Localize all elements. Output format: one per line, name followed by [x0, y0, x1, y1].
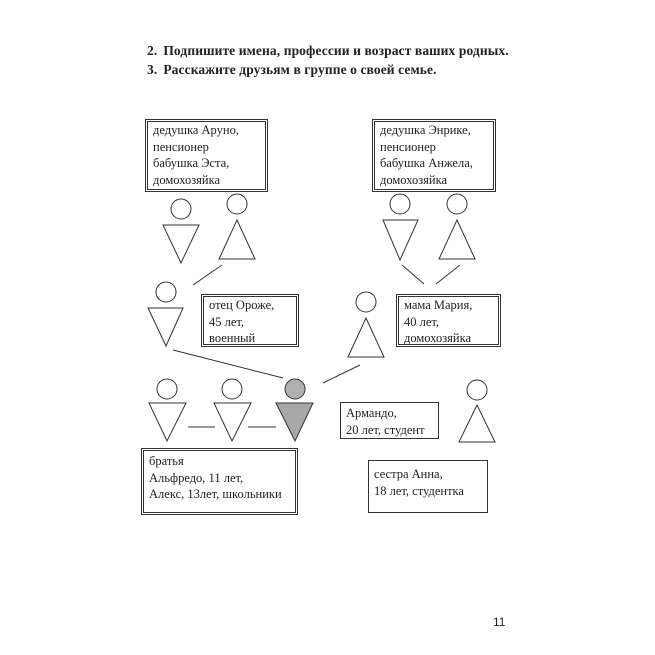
grandmother-left-head: [226, 193, 248, 215]
sister-head: [466, 379, 488, 401]
brother-2-body: [213, 402, 252, 443]
brother-2-head: [221, 378, 243, 400]
instruction-2: 2. Подпишите имена, профессии и возраст в…: [147, 43, 509, 59]
grandfather-left-head: [170, 198, 192, 220]
father-box: отец Ороже, 45 лет, военный: [201, 294, 299, 347]
self-body: [275, 402, 314, 443]
grandparents-right-box: дедушка Энрике, пенсионер бабушка Анжела…: [372, 119, 496, 192]
brother-1-body: [148, 402, 187, 443]
grandfather-left-body: [162, 224, 200, 265]
father-body: [147, 307, 184, 348]
brother-1-head: [156, 378, 178, 400]
connector-line: [172, 349, 284, 379]
grandfather-right-head: [389, 193, 411, 215]
instruction-number: 3.: [147, 62, 158, 77]
instruction-3: 3. Расскажите друзьям в группе о своей се…: [147, 62, 437, 78]
brothers-box: братья Альфредо, 11 лет, Алекс, 13лет, ш…: [141, 448, 298, 515]
grandmother-left-body: [218, 218, 256, 260]
grandmother-right-head: [446, 193, 468, 215]
self-box: Армандо, 20 лет, студент: [340, 402, 439, 439]
connector-line: [322, 364, 361, 384]
mother-box: мама Мария, 40 лет, домохозяйка: [396, 294, 501, 347]
sister-box: сестра Анна, 18 лет, студентка: [368, 460, 488, 513]
mother-head: [355, 291, 377, 313]
instruction-text: Расскажите друзьям в группе о своей семь…: [163, 62, 437, 77]
page-number: 11: [493, 615, 506, 629]
grandparents-left-box: дедушка Аруно, пенсионер бабушка Эста, д…: [145, 119, 268, 192]
self-head: [284, 378, 306, 400]
connector-line: [435, 264, 461, 285]
mother-body: [347, 316, 385, 358]
instruction-number: 2.: [147, 43, 158, 58]
instruction-text: Подпишите имена, профессии и возраст ваш…: [163, 43, 509, 58]
sister-body: [458, 403, 496, 443]
father-head: [155, 281, 177, 303]
grandfather-right-body: [382, 219, 419, 262]
connector-line: [192, 264, 223, 286]
grandmother-right-body: [438, 218, 476, 260]
connector-line: [401, 264, 425, 285]
